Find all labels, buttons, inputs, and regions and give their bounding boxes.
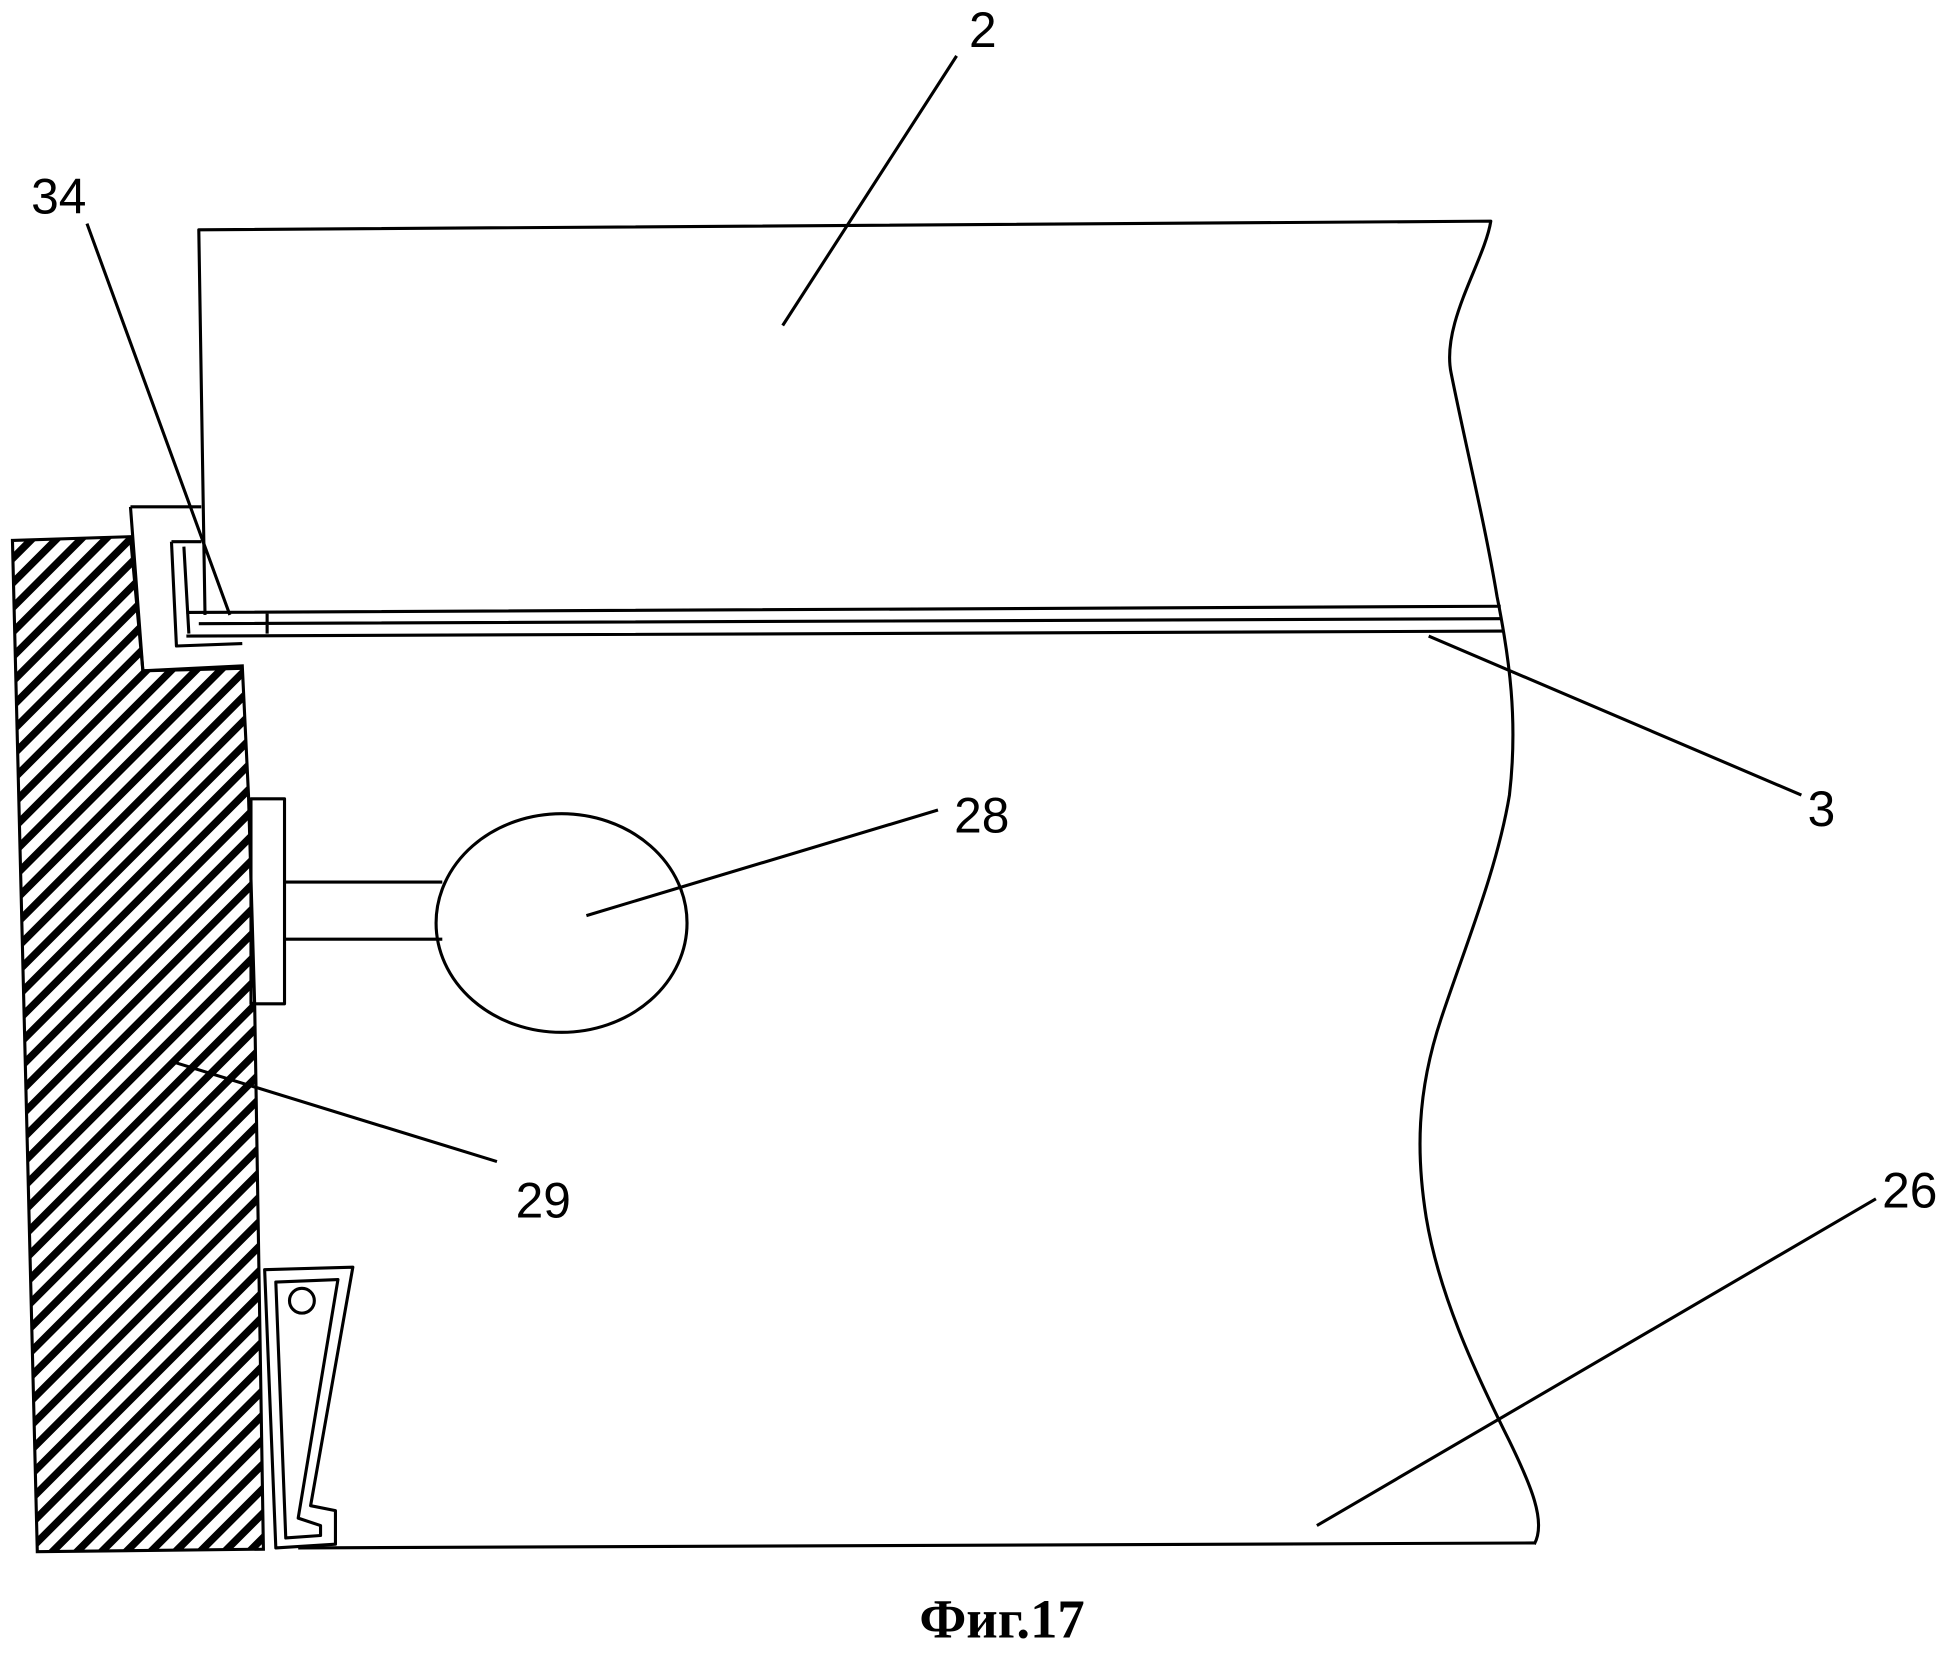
leader-28 [585, 808, 939, 918]
label-29: 29 [516, 1172, 571, 1228]
float-28 [434, 812, 689, 1034]
label-3: 3 [1808, 781, 1836, 837]
label-28: 28 [954, 787, 1009, 843]
pivot-pin [287, 1286, 316, 1315]
bracket-34 [128, 505, 243, 673]
mount-plate [249, 797, 287, 1006]
spring-clip [263, 1265, 355, 1550]
label-34: 34 [31, 169, 86, 225]
leader-29 [173, 1060, 498, 1164]
leader-3 [1428, 634, 1802, 797]
leader-26 [1316, 1197, 1877, 1527]
panel-2 [197, 219, 1541, 1545]
wall-29-hatched [10, 535, 265, 1554]
rod [284, 880, 443, 941]
figure-caption: Фиг.17 [919, 1588, 1084, 1649]
label-2: 2 [969, 2, 997, 58]
leader-2 [781, 55, 958, 327]
plate-3 [186, 604, 1504, 638]
leader-34 [85, 223, 232, 616]
base-26 [298, 1541, 1536, 1550]
label-26: 26 [1882, 1163, 1937, 1219]
